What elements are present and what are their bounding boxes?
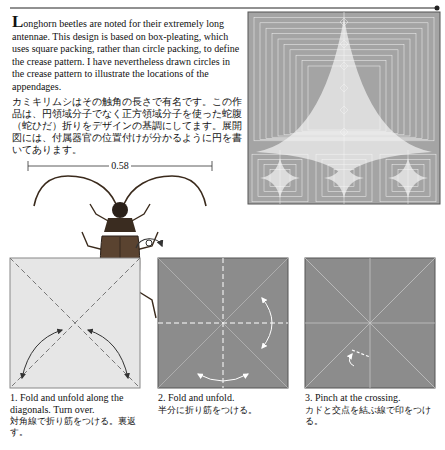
step-3-square	[305, 258, 435, 388]
rule-dot	[435, 6, 440, 11]
step-caption-japanese: 半分に折り筋をつける。	[158, 405, 293, 416]
dimension-line	[28, 161, 212, 171]
crease-line	[340, 84, 348, 92]
crease-line	[340, 106, 348, 114]
top-rule	[10, 8, 436, 9]
step-caption-japanese: カドと交点を結ぶ線で印をつける。	[305, 405, 440, 427]
crease-line	[280, 150, 281, 204]
step-caption: 2. Fold and unfold.	[158, 392, 293, 404]
step-caption: 1. Fold and unfold along the diagonals. …	[10, 392, 150, 415]
crease-pattern	[248, 12, 440, 204]
crease-line	[340, 18, 348, 26]
crease-line	[408, 150, 409, 204]
step-caption-japanese: 対角線で折り筋をつける。裏返す。	[10, 416, 150, 438]
crease-line	[344, 12, 345, 150]
step-caption: 3. Pinch at the crossing.	[305, 392, 440, 404]
crease-line	[340, 128, 348, 136]
crease-line	[344, 150, 345, 204]
crease-line	[340, 40, 348, 48]
intro-text-japanese: カミキリムシはその触角の長さで有名です。この作品は、円領域分子でなく正方領域分子…	[12, 96, 242, 156]
step-2-square	[158, 258, 288, 388]
intro-text: Longhorn beetles are noted for their ext…	[12, 16, 242, 93]
crease-line	[340, 62, 348, 70]
dimension-label: 0.58	[109, 160, 131, 172]
turn-over-symbol	[136, 239, 162, 248]
step-1-square	[10, 258, 140, 388]
